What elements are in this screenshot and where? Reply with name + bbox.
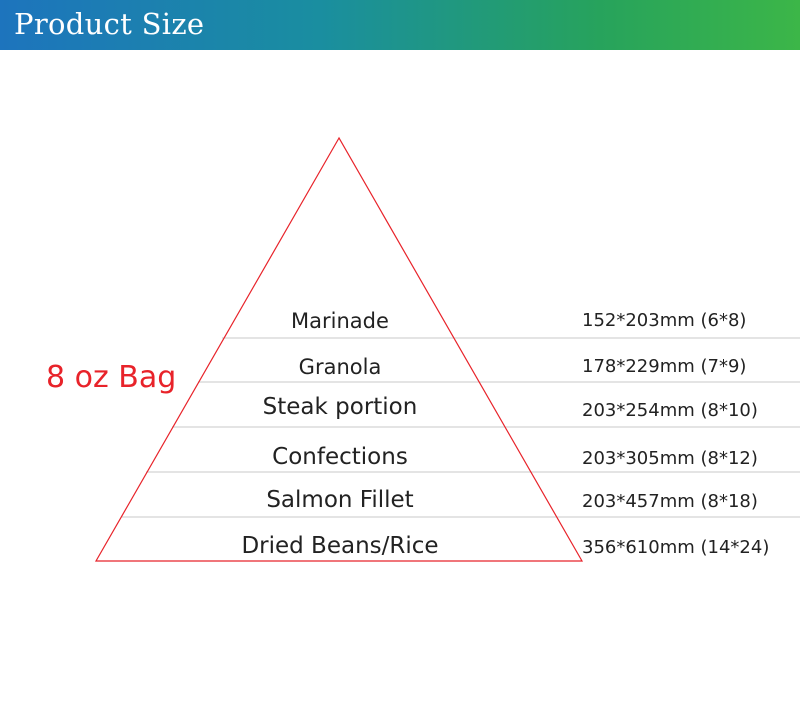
level-name-confections: Confections xyxy=(272,444,408,470)
page-title: Product Size xyxy=(14,7,205,41)
bag-size-label: 8 oz Bag xyxy=(46,360,177,395)
size-label-dried-beans-rice: 356*610mm (14*24) xyxy=(582,537,770,558)
pyramid-outline xyxy=(94,136,584,562)
level-name-salmon-fillet: Salmon Fillet xyxy=(266,487,414,513)
header-banner: Product Size xyxy=(0,0,800,50)
size-label-steak-portion: 203*254mm (8*10) xyxy=(582,400,758,421)
level-name-marinade: Marinade xyxy=(291,309,389,333)
size-label-salmon-fillet: 203*457mm (8*18) xyxy=(582,491,758,512)
size-label-confections: 203*305mm (8*12) xyxy=(582,448,758,469)
size-label-marinade: 152*203mm (6*8) xyxy=(582,310,747,331)
level-name-dried-beans-rice: Dried Beans/Rice xyxy=(241,533,439,559)
level-name-steak-portion: Steak portion xyxy=(262,394,418,420)
size-label-granola: 178*229mm (7*9) xyxy=(582,356,747,377)
level-name-granola: Granola xyxy=(298,355,382,379)
